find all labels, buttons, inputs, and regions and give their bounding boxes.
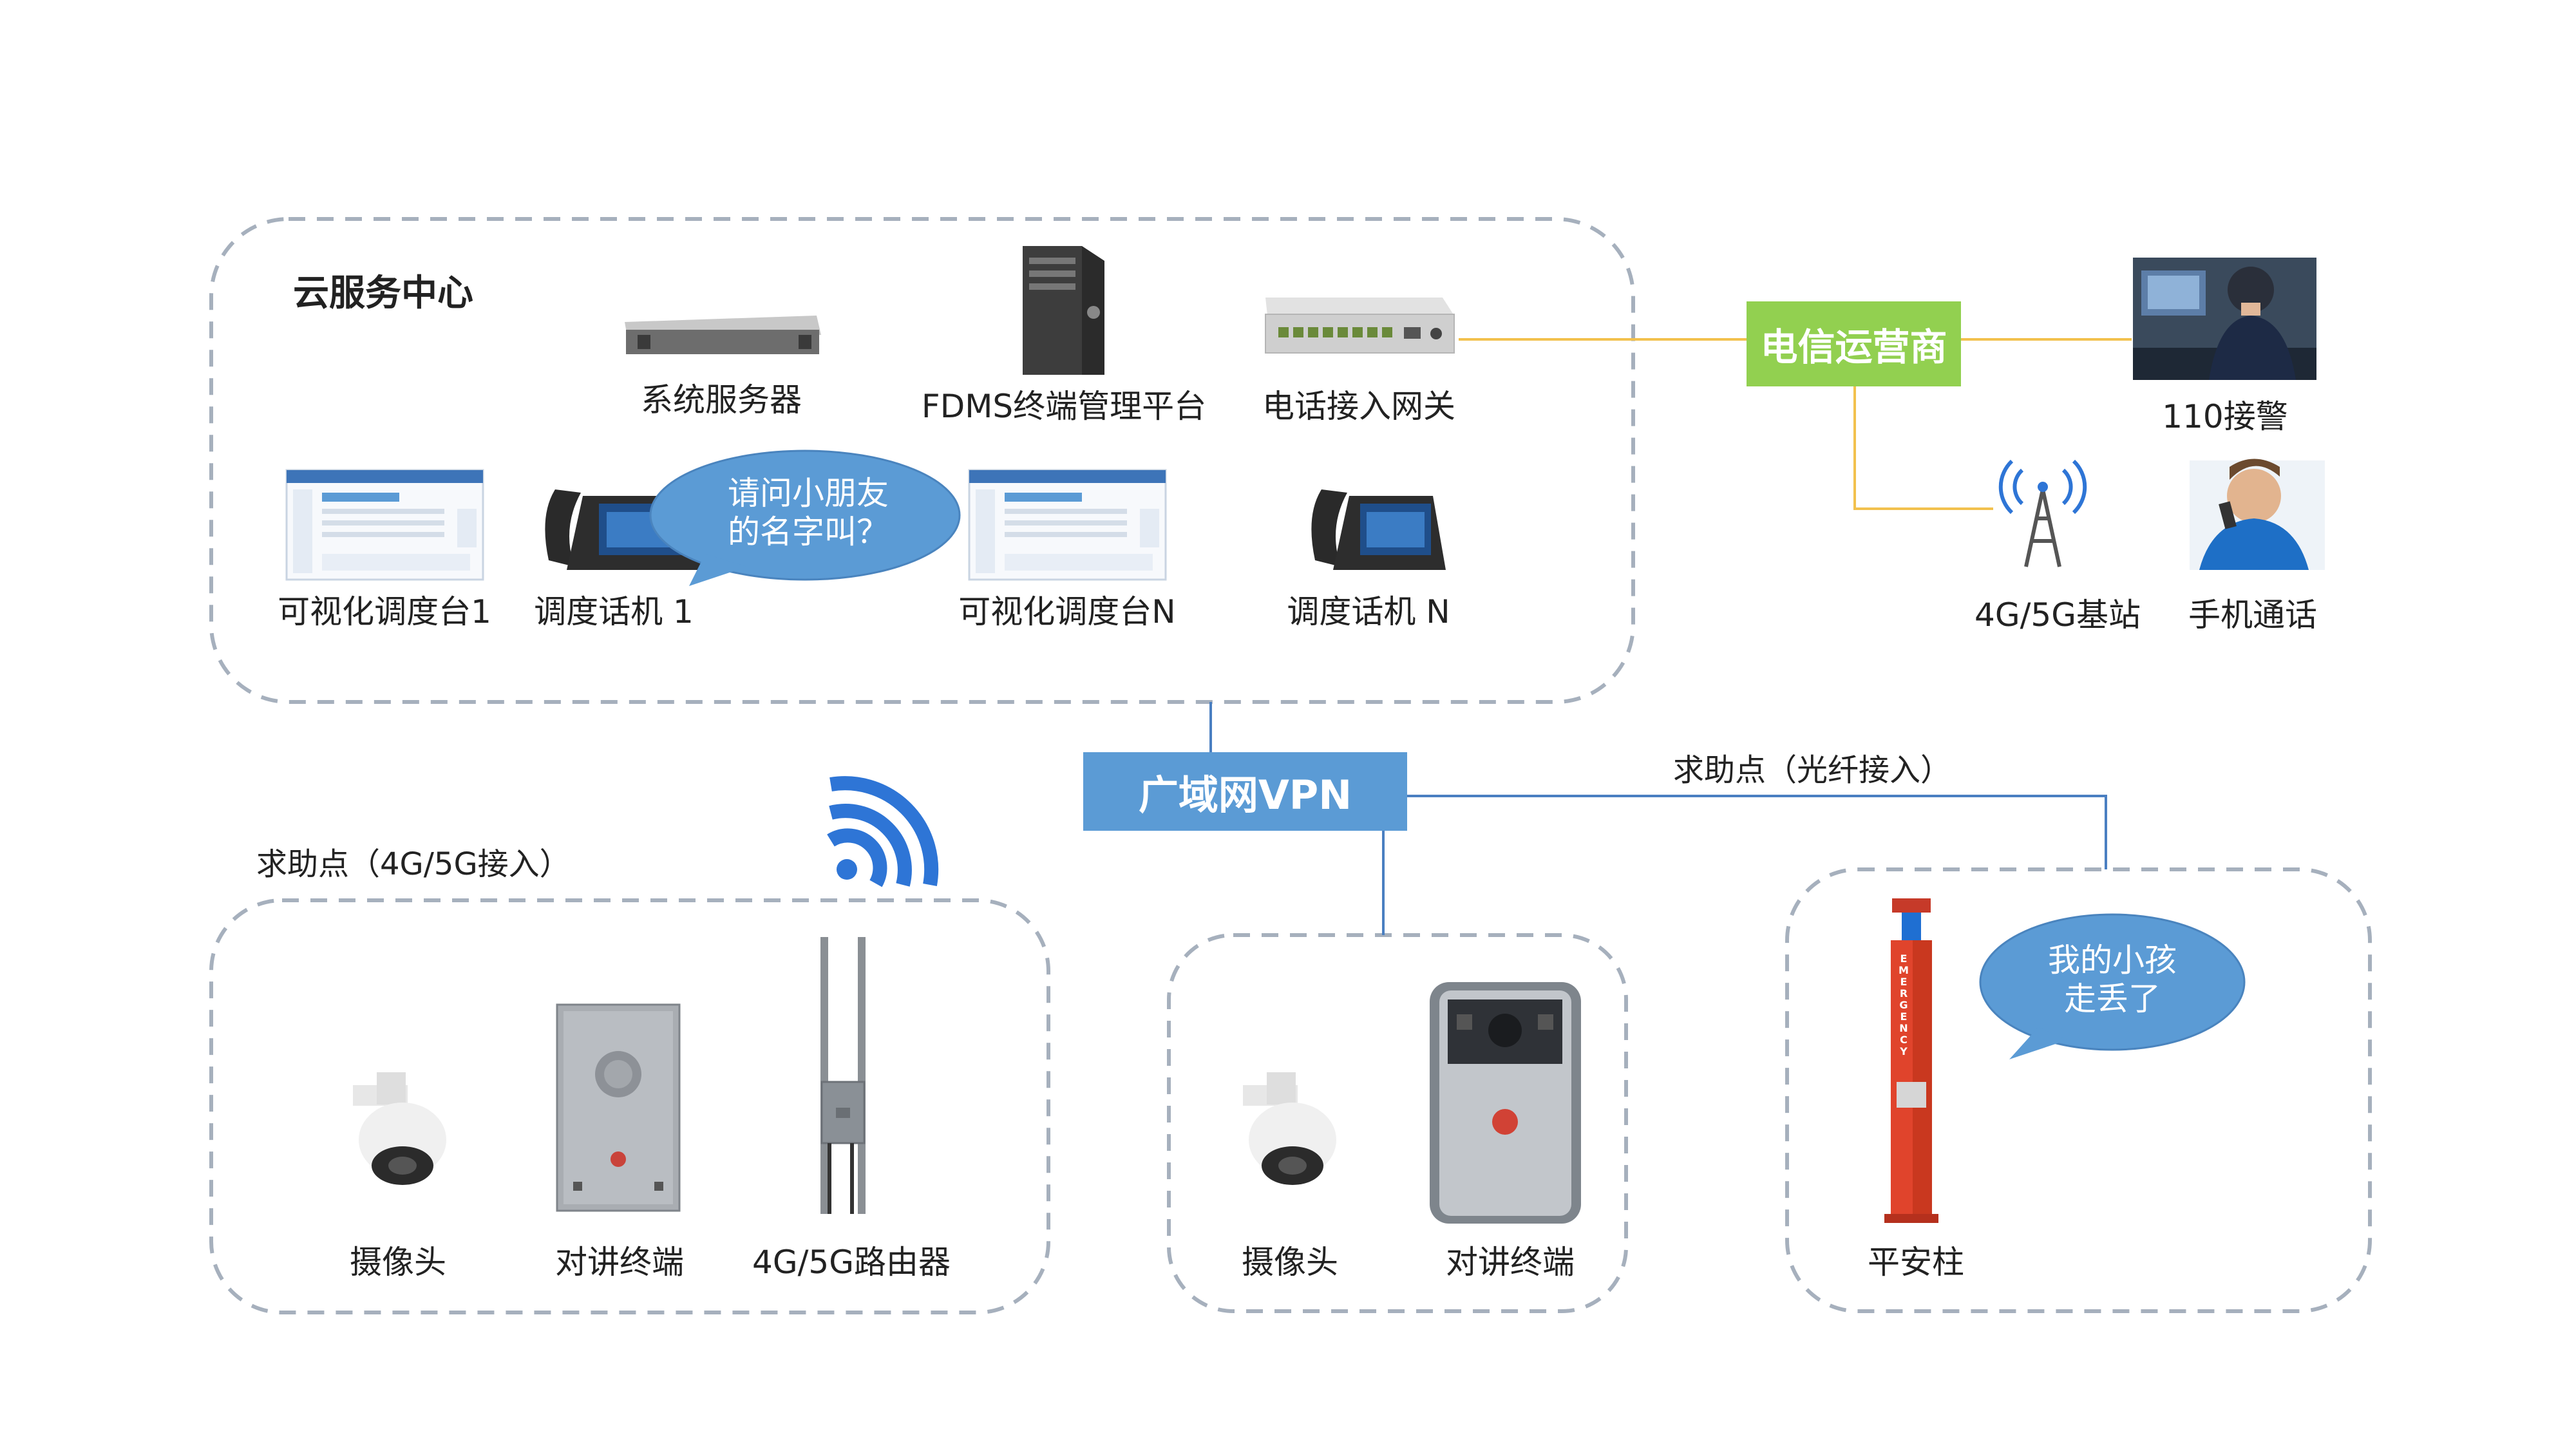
system-server-label: 系统服务器 [641, 381, 802, 419]
base-station-tower-icon [1998, 459, 2087, 567]
pillar-speech-bubble [1979, 913, 2246, 1059]
voip-gateway-icon [1265, 298, 1455, 354]
pillar-emergency-text: EMERGENCY [1899, 952, 1909, 1057]
cloud-service-title: 云服务中心 [293, 272, 473, 314]
mobile-caller-photo [2190, 459, 2325, 570]
help-4g-title: 求助点（4G/5G接入） [256, 846, 571, 882]
telecom-base-station-line [1853, 386, 1993, 510]
dome-camera-icon [353, 1072, 446, 1185]
pillar-bubble-text-line1: 我的小孩 [2048, 942, 2177, 979]
console-n-label: 可视化调度台N [958, 593, 1176, 630]
video-intercom-icon [1430, 982, 1581, 1224]
rack-server-icon [625, 316, 821, 354]
telecom-operator-node: 电信运营商 [1747, 301, 1961, 386]
dispatch-console-n-icon [968, 469, 1167, 581]
gateway-label: 电话接入网关 [1262, 388, 1455, 425]
phone-n-label: 调度话机 N [1287, 593, 1450, 630]
intercom-label-4g: 对讲终端 [555, 1244, 684, 1281]
police-operator-photo [2133, 258, 2316, 380]
router-4g5g-icon [820, 937, 866, 1214]
help-4g-group [209, 898, 1050, 1314]
dispatch-console-1-icon [285, 469, 484, 581]
phone-bubble-text-line1: 请问小朋友 [728, 475, 889, 512]
safety-pillar-icon [1884, 898, 1938, 1223]
help-fiber-group [1167, 933, 1628, 1313]
cloud-service-group [209, 217, 1635, 704]
console-1-label: 可视化调度台1 [278, 593, 491, 630]
dispatch-phone-n-icon [1311, 489, 1446, 570]
phone-bubble-text-line2: 的名字叫？ [728, 513, 889, 551]
camera-label-fiber: 摄像头 [1242, 1244, 1338, 1281]
intercom-terminal-icon [556, 1003, 681, 1212]
intercom-label-fiber: 对讲终端 [1446, 1244, 1575, 1281]
pillar-bubble-text-line2: 走丢了 [2064, 980, 2161, 1018]
safety-pillar-label: 平安柱 [1868, 1244, 1964, 1281]
camera-label-4g: 摄像头 [350, 1244, 446, 1281]
mobile-call-label: 手机通话 [2188, 596, 2317, 634]
police-label: 110接警 [2162, 398, 2288, 435]
base-station-label: 4G/5G基站 [1975, 596, 2141, 634]
wan-pillar-line [1407, 795, 2107, 869]
router-label: 4G/5G路由器 [752, 1244, 951, 1281]
wan-vpn-node: 广域网VPN [1083, 752, 1407, 831]
tower-server-icon [1023, 246, 1104, 375]
phone-speech-bubble [649, 450, 961, 586]
dome-camera-icon [1243, 1072, 1336, 1185]
fdms-label: FDMS终端管理平台 [921, 388, 1207, 425]
phone-1-label: 调度话机 1 [534, 593, 694, 630]
help-fiber-title: 求助点（光纤接入） [1673, 752, 1952, 788]
wifi-icon [827, 776, 939, 887]
